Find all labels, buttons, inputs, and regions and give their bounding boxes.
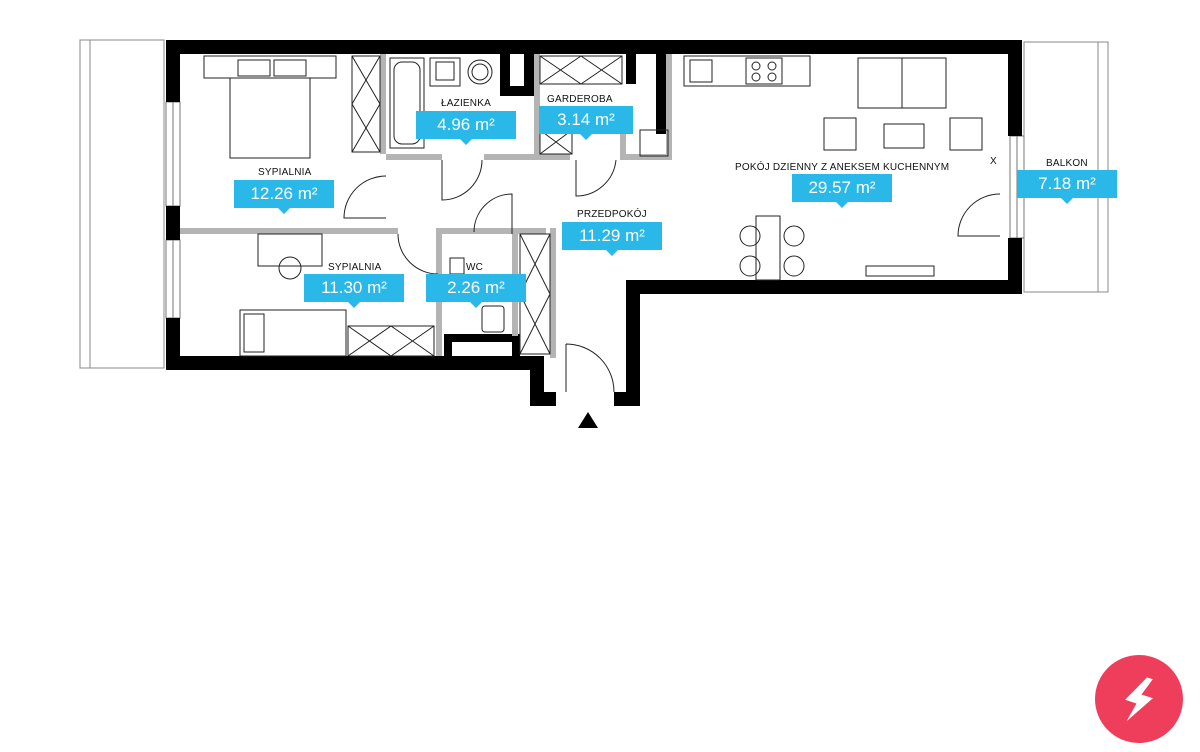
room-name-bedroom2: SYPIALNIA: [328, 262, 382, 273]
room-name-balcony: BALKON: [1046, 158, 1088, 169]
door-swings: [343, 159, 1001, 393]
area-badge-wardrobe: 3.14 m²: [539, 106, 633, 140]
room-name-living: POKÓJ DZIENNY Z ANEKSEM KUCHENNYM: [735, 162, 950, 173]
x-mark: X: [990, 156, 997, 167]
left-terrace: [79, 39, 165, 369]
brand-logo-icon: [1095, 655, 1183, 743]
area-badge-living: 29.57 m²: [792, 174, 892, 208]
area-badge-bedroom1: 12.26 m²: [234, 180, 334, 214]
room-name-bedroom1: SYPIALNIA: [258, 167, 312, 178]
area-badge-bathroom: 4.96 m²: [416, 111, 516, 145]
room-name-hall: PRZEDPOKÓJ: [577, 209, 647, 220]
area-badge-hall: 11.29 m²: [562, 222, 662, 256]
exterior-walls: [166, 40, 1022, 406]
entrance-arrow-icon: [578, 412, 598, 428]
furniture: [203, 55, 983, 357]
room-name-wc: WC: [466, 262, 484, 273]
room-name-wardrobe: GARDEROBA: [547, 94, 613, 105]
area-badge-balcony: 7.18 m²: [1017, 170, 1117, 204]
area-badge-bedroom2: 11.30 m²: [304, 274, 404, 308]
room-name-bathroom: ŁAZIENKA: [441, 98, 491, 109]
area-badge-wc: 2.26 m²: [426, 274, 526, 308]
